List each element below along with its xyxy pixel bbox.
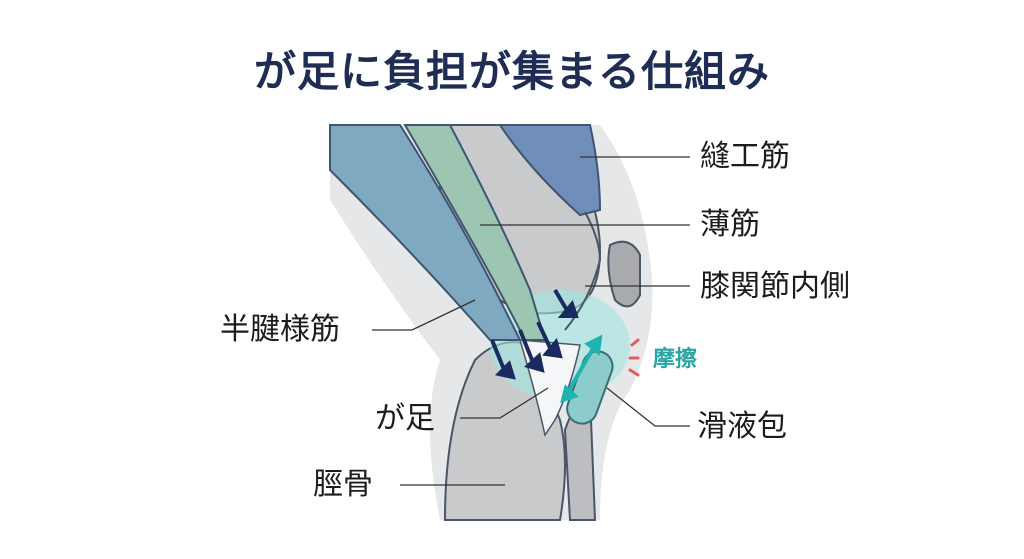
label-bursa: 滑液包: [697, 409, 787, 444]
friction-marks-icon: [628, 338, 640, 377]
label-friction: 摩擦: [653, 347, 698, 372]
sartorius-tendon: [564, 211, 602, 331]
page-title: が足に負担が集まる仕組み: [253, 47, 770, 96]
label-sartorius: 縫工筋: [700, 139, 790, 174]
label-pes-anserinus: が足: [375, 401, 435, 436]
friction-arrow-icon: [560, 334, 603, 404]
gracilis-muscle: [403, 124, 547, 341]
semitendinosus-muscle: [329, 124, 522, 341]
leader-lines: [372, 156, 690, 486]
label-knee-medial: 膝関節内側: [700, 269, 850, 304]
label-tibia: 脛骨: [313, 467, 373, 502]
force-arrows: [490, 288, 579, 380]
label-semitendinosus: 半腱様筋: [220, 312, 340, 347]
label-gracilis: 薄筋: [700, 207, 760, 242]
sartorius-muscle: [498, 124, 602, 217]
patella: [607, 240, 641, 308]
